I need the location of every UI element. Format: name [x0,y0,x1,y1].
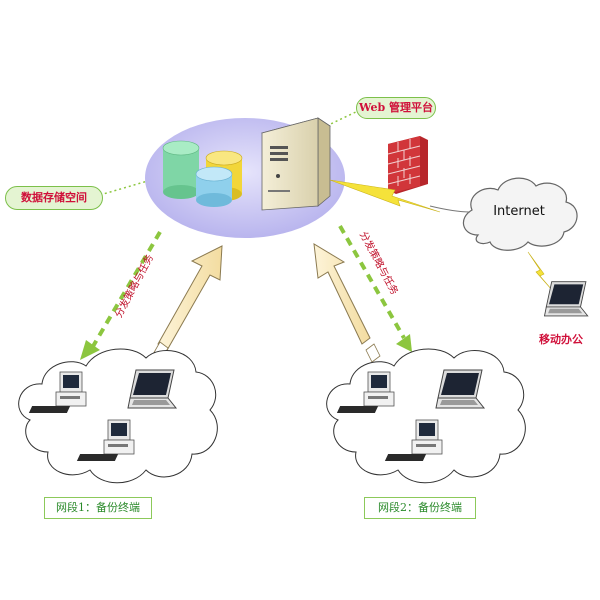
dispatch-arrow-left [80,230,162,360]
backup-arrow-right [313,243,381,363]
storage-connector-line [99,174,169,196]
segment1-cloud [18,348,218,484]
segment2-cloud [326,348,526,484]
storage-space-label: 数据存储空间 [5,186,103,210]
laptop-icon [435,369,485,409]
backup-arrow-left [151,245,223,363]
segment2-label: 网段2：备份终端 [364,497,476,519]
database-icon [162,140,243,207]
server-icon [261,117,331,211]
internet-label: Internet [493,204,545,219]
segment1-label: 网段1：备份终端 [44,497,152,519]
web-platform-label: Web 管理平台 [356,97,436,119]
firewall-icon [387,136,428,194]
lightning-icon [329,179,441,213]
laptop-icon [544,281,589,317]
dispatch-arrow-right [338,225,412,352]
laptop-icon [127,369,177,409]
lightning-icon [527,251,553,291]
internet-link-line [429,205,471,213]
mobile-office-label: 移动办公 [539,333,583,346]
cloud-icon [462,177,578,251]
